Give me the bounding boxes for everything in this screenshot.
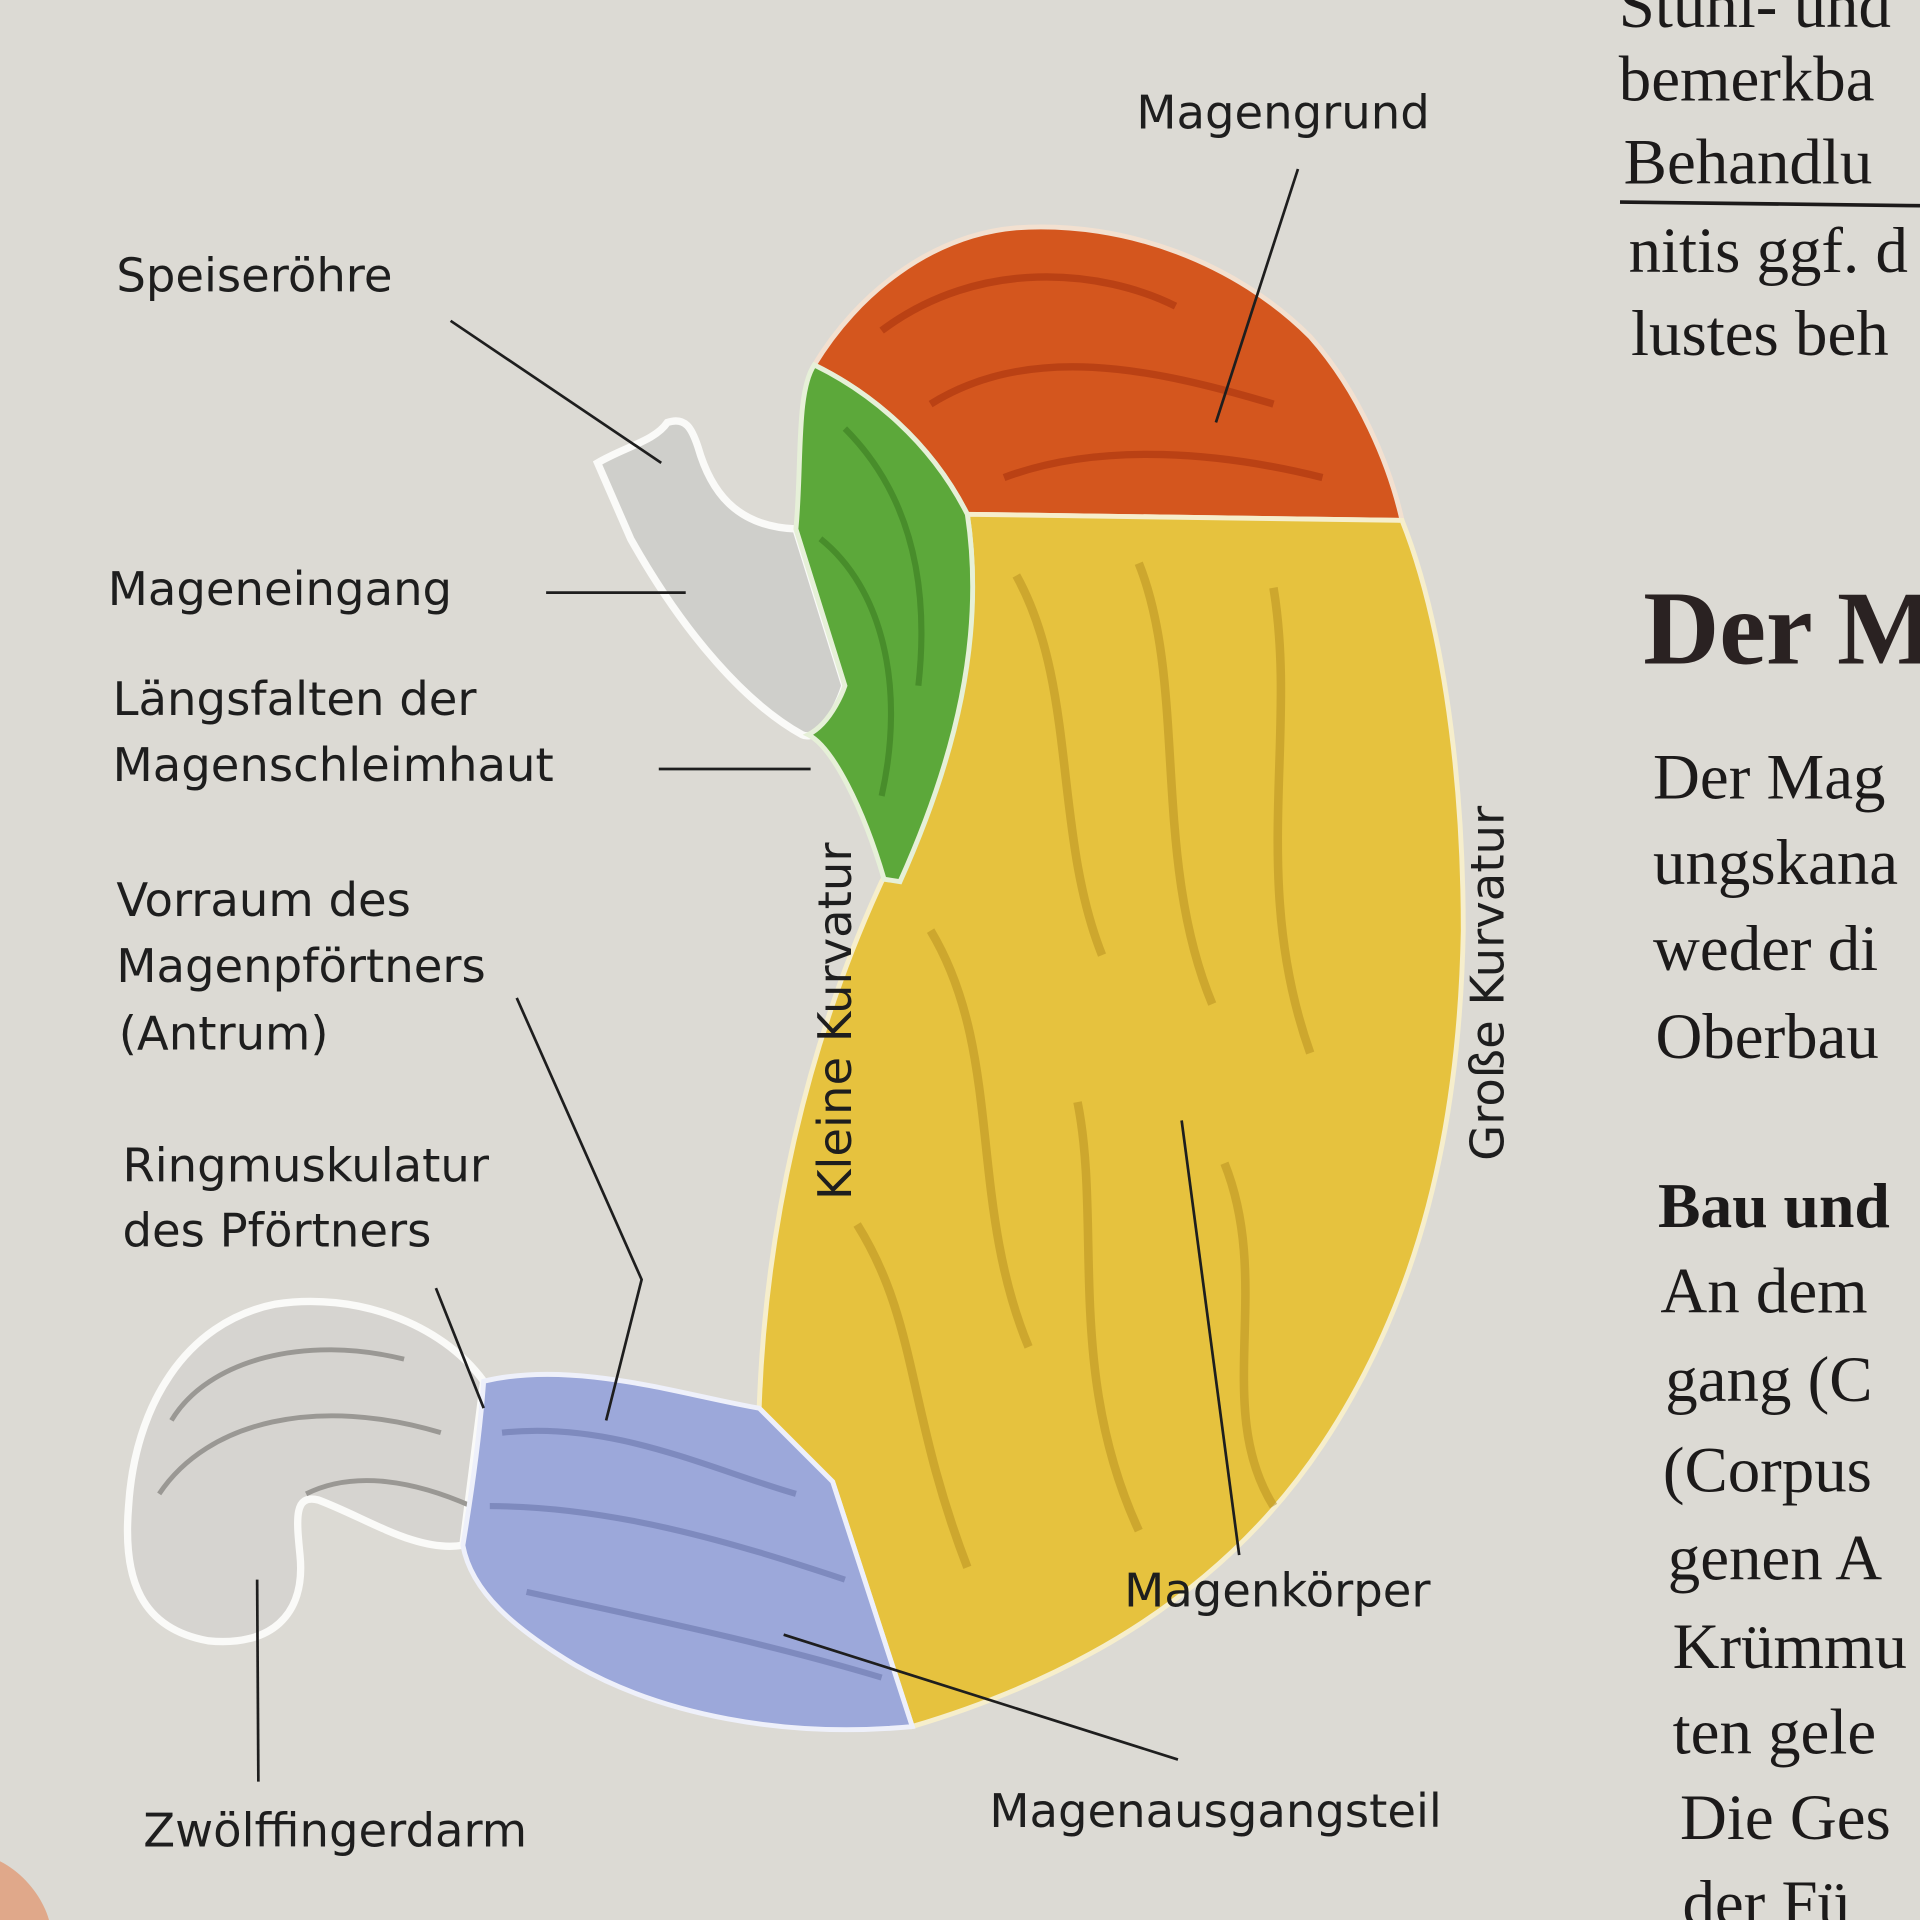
- label-magengrund: Magengrund: [1136, 86, 1429, 140]
- text-line: gang (C: [1665, 1344, 1872, 1416]
- cardia-folds: [818, 426, 925, 797]
- text-line: der Fü: [1682, 1868, 1850, 1920]
- mucosa-folds: [853, 561, 1315, 1569]
- text-column: Stuhl- und bemerkba Behandlu nitis ggf. …: [1619, 0, 1920, 1920]
- text-line: nitis ggf. d: [1629, 215, 1908, 287]
- label-speiseroehre: Speiseröhre: [116, 248, 392, 302]
- label-magenausgangsteil: Magenausgangsteil: [989, 1784, 1441, 1838]
- section-divider: [1619, 200, 1920, 208]
- text-line: genen A: [1668, 1523, 1883, 1595]
- leader-zwoelffingerdarm: [255, 1579, 260, 1782]
- subheading: Bau und: [1658, 1170, 1890, 1241]
- cardia-region: [793, 361, 976, 885]
- duodenum-shape: [123, 1297, 488, 1646]
- leader-vorraum: [515, 997, 644, 1421]
- fundus-folds: [879, 273, 1324, 482]
- text-line: Oberbau: [1656, 1001, 1879, 1073]
- section-heading: Der M: [1643, 570, 1920, 687]
- label-kleine-kurvatur: Kleine Kurvatur: [808, 842, 862, 1200]
- label-mageneingang: Mageneingang: [108, 562, 452, 616]
- leader-magenausgangsteil: [783, 1633, 1179, 1761]
- label-vorraum-1: Vorraum des: [116, 873, 411, 927]
- label-laengsfalten-1: Längsfalten der: [113, 672, 478, 726]
- label-ringmuskulatur-1: Ringmuskulatur: [122, 1139, 489, 1193]
- label-magenkoerper: Magenkörper: [1124, 1564, 1431, 1618]
- label-laengsfalten-2: Magenschleimhaut: [113, 738, 554, 792]
- leader-magengrund: [1214, 168, 1300, 423]
- duodenum-folds: [157, 1347, 473, 1509]
- label-vorraum-2: Magenpförtners: [116, 939, 485, 993]
- text-line: weder di: [1653, 913, 1878, 985]
- text-line: ten gele: [1673, 1696, 1877, 1768]
- finger-edge: [0, 1861, 49, 1920]
- text-line: Krümmu: [1673, 1611, 1907, 1683]
- label-zwoelffingerdarm: Zwölffingerdarm: [143, 1804, 527, 1858]
- text-line: bemerkba: [1619, 43, 1875, 115]
- text-line: Stuhl- und: [1619, 0, 1891, 42]
- text-line: lustes beh: [1631, 298, 1889, 370]
- antrum-folds: [489, 1427, 883, 1681]
- leader-speiseroehre: [449, 319, 662, 464]
- text-line: Die Ges: [1680, 1782, 1891, 1854]
- text-line: Der Mag: [1653, 741, 1885, 813]
- leader-ringmuskulatur: [434, 1287, 485, 1409]
- esophagus-shape: [592, 417, 849, 740]
- label-vorraum-3: (Antrum): [119, 1006, 329, 1060]
- text-line: An dem: [1660, 1256, 1867, 1328]
- label-ringmuskulatur-2: des Pförtners: [122, 1204, 431, 1258]
- text-line: Behandlu: [1624, 127, 1873, 199]
- leader-magenkoerper: [1180, 1120, 1241, 1556]
- text-line: ungskana: [1653, 827, 1898, 899]
- label-grosse-kurvatur: Große Kurvatur: [1461, 805, 1515, 1161]
- text-line: (Corpus: [1663, 1434, 1872, 1506]
